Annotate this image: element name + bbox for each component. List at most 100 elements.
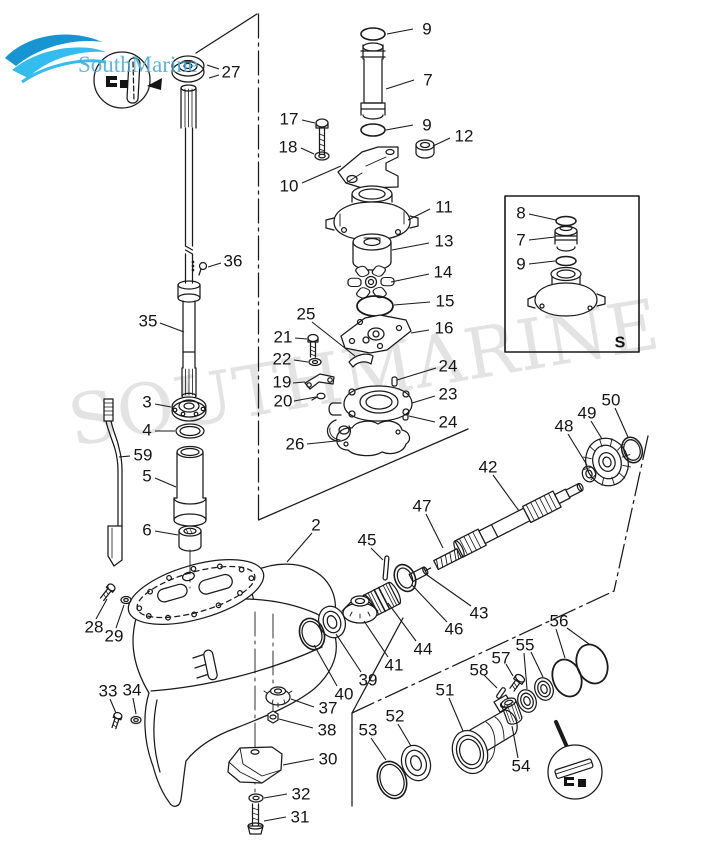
part-22-washer-drawing xyxy=(308,357,322,367)
leader-line-56 xyxy=(566,627,590,645)
leader-line-27 xyxy=(206,64,220,70)
part-label-59: 59 xyxy=(134,446,153,465)
part-label-19: 19 xyxy=(273,373,292,392)
part-label-34: 34 xyxy=(123,681,142,700)
part-label-9: 9 xyxy=(422,20,431,39)
leader-line-58 xyxy=(483,674,498,689)
leader-line-13 xyxy=(391,242,430,251)
part-5-sleeve-drawing xyxy=(173,445,207,527)
leader-line-32 xyxy=(263,793,288,799)
leader-line-45 xyxy=(370,547,384,561)
leader-line-42 xyxy=(492,474,520,512)
part-label-18: 18 xyxy=(279,138,298,157)
leader-line-7 xyxy=(385,79,415,90)
part-label-39: 39 xyxy=(359,671,378,690)
part-13-insert-drawing xyxy=(352,233,392,271)
part-label-54: 54 xyxy=(512,757,531,776)
logo-wave-icon xyxy=(5,34,102,66)
leader-line-23 xyxy=(411,395,436,404)
part-58-pin-drawing xyxy=(496,687,506,699)
part-31-bolt-drawing xyxy=(247,803,264,835)
leader-line-5 xyxy=(154,477,177,488)
leader-line-47 xyxy=(425,513,444,549)
part-label-25: 25 xyxy=(297,305,316,324)
part-16-plate-drawing xyxy=(340,314,412,354)
leader-line-24 xyxy=(396,367,437,381)
leader-line-53 xyxy=(370,737,387,761)
part-20-clip-drawing xyxy=(311,392,326,401)
part-55-seals-drawing xyxy=(517,677,554,713)
part-label-2: 2 xyxy=(311,516,320,535)
part-9-oring-mid-drawing xyxy=(360,123,386,137)
part-label-46: 46 xyxy=(445,620,464,639)
leader-line-55 xyxy=(530,651,544,678)
part-label-22: 22 xyxy=(273,350,292,369)
leader-line-15 xyxy=(393,301,431,306)
part-12-grommet-drawing xyxy=(415,139,435,159)
part-3-bearing-drawing xyxy=(171,396,207,422)
leader-line-17 xyxy=(301,119,316,124)
panel-boundary-lines xyxy=(195,13,649,807)
part-label-52: 52 xyxy=(386,707,405,726)
part-label-9: 9 xyxy=(422,116,431,135)
part-label-6: 6 xyxy=(142,521,151,540)
leader-line-7 xyxy=(528,236,556,241)
logo-wave-icon-2 xyxy=(12,47,106,78)
part-label-17: 17 xyxy=(280,110,299,129)
part-54-needle-bearing-drawing xyxy=(500,697,523,725)
brand-logo-text: SouthMarine xyxy=(78,52,198,77)
part-36-pin-drawing xyxy=(191,260,208,276)
part-label-3: 3 xyxy=(142,393,151,412)
leader-line-11 xyxy=(407,208,431,221)
leader-line-51 xyxy=(448,697,464,732)
part-label-16: 16 xyxy=(435,319,454,338)
leader-line-44 xyxy=(387,602,417,642)
part-label-31: 31 xyxy=(291,808,310,827)
leader-line-22 xyxy=(293,359,309,363)
leader-line-21 xyxy=(294,337,308,340)
part-18-washer-drawing xyxy=(314,151,330,161)
part-26-gasket-drawing xyxy=(336,420,411,457)
leader-line-54 xyxy=(511,725,519,759)
part-56-orings-drawing xyxy=(551,643,609,698)
part-label-15: 15 xyxy=(436,292,455,311)
part-label-30: 30 xyxy=(319,750,338,769)
leader-line-46 xyxy=(411,584,448,623)
logo-wave-icon-3 xyxy=(21,59,107,84)
inset-box xyxy=(504,195,640,353)
part-6-bushing-drawing xyxy=(178,525,202,552)
part-23-seal-housing-drawing xyxy=(326,385,413,442)
part-label-21: 21 xyxy=(274,328,293,347)
part-46-retainer-drawing xyxy=(393,563,417,593)
part-52-bearing-drawing xyxy=(400,744,432,782)
leader-line-25 xyxy=(311,321,356,357)
leader-line-2 xyxy=(286,532,313,563)
part-33-bolt-drawing xyxy=(111,711,123,730)
part-50-shim-drawing xyxy=(620,436,644,464)
part-label-23: 23 xyxy=(439,385,458,404)
part-label-37: 37 xyxy=(319,699,338,718)
leader-line-31 xyxy=(263,816,287,822)
part-label-35: 35 xyxy=(139,312,158,331)
part-35-driveshaft-drawing xyxy=(177,84,201,400)
part-label-49: 49 xyxy=(578,404,597,423)
part-label-10: 10 xyxy=(280,177,299,196)
leader-line-50 xyxy=(614,407,629,438)
part-label-4: 4 xyxy=(142,421,151,440)
leader-line-38 xyxy=(278,718,314,729)
part-14-impeller-drawing xyxy=(347,265,395,299)
leader-line-55 xyxy=(523,652,528,690)
part-label-8: 8 xyxy=(516,204,525,223)
part-57-screw-drawing xyxy=(509,673,526,692)
leader-line-57 xyxy=(505,663,514,677)
part-label-7: 7 xyxy=(516,231,525,250)
part-59-shift-rod-drawing xyxy=(103,398,123,567)
part-label-27: 27 xyxy=(222,63,241,82)
leader-line-48 xyxy=(567,433,588,466)
leader-line-49 xyxy=(590,420,603,440)
leader-line-40 xyxy=(313,644,338,687)
leader-line-30 xyxy=(282,758,315,766)
part-label-14: 14 xyxy=(434,263,453,282)
part-label-51: 51 xyxy=(436,681,455,700)
part-label-11: 11 xyxy=(435,198,453,217)
